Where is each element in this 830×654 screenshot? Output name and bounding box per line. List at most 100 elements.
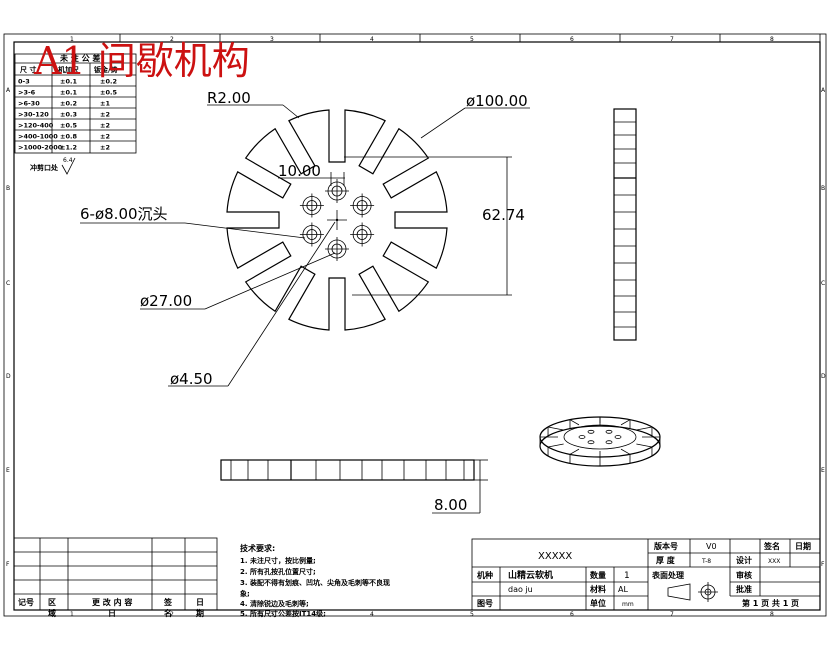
dim-slot-width: 10.00 <box>278 162 321 180</box>
zone-left-D: D <box>6 373 11 380</box>
zone-left-C: C <box>6 280 10 287</box>
title-block: XXXXX 机种 山精云软机 数量 1 dao ju 材料 AL 图号 单位 m… <box>471 538 821 611</box>
rev-label-mark: 记号 <box>18 597 34 607</box>
rev-label-name: 名 <box>164 608 172 618</box>
tol-cell: ±0.5 <box>60 122 77 130</box>
tol-cell: ±1.2 <box>60 144 77 152</box>
zone-right-B: B <box>821 185 825 192</box>
tb-surface-label: 表面处理 <box>651 570 684 580</box>
tol-cell: >400-1000 <box>18 133 58 141</box>
dim-center-hole: ø4.50 <box>170 370 213 388</box>
tol-cell: ±0.2 <box>100 78 117 86</box>
tech-item-2: 2. 所有孔按孔位置尺寸; <box>240 567 316 576</box>
dimension-lines <box>80 104 530 514</box>
zone-top-4: 4 <box>370 36 374 43</box>
roughness-symbol-icon <box>61 157 76 175</box>
tol-cell: ±0.1 <box>60 89 77 97</box>
tol-cell: ±2 <box>100 133 110 141</box>
zone-left-E: E <box>6 467 10 474</box>
tol-cell: >120-400 <box>18 122 54 130</box>
tol-cell: ±0.1 <box>60 78 77 86</box>
tol-note-label: 冲剪口处 <box>30 163 59 172</box>
tb-unit-value: mm <box>622 601 634 608</box>
zone-top-3: 3 <box>270 36 274 43</box>
tol-cell: ±0.8 <box>60 133 77 141</box>
tol-cell: ±0.3 <box>60 111 77 119</box>
tech-item-1: 1. 未注尺寸，按比例量; <box>240 556 316 565</box>
tb-version-value: V0 <box>706 542 717 551</box>
tb-version-label: 版本号 <box>653 541 678 551</box>
zone-right-E: E <box>821 467 825 474</box>
tolerance-table: 0-3±0.1±0.2>3-6±0.1±0.5>6-30±0.2±1>30-12… <box>14 53 137 175</box>
tb-sign-label: 签名 <box>763 541 780 551</box>
rev-label-zone: 区 <box>48 598 56 607</box>
zone-bottom-5: 5 <box>470 611 474 618</box>
tol-cell: ±0.2 <box>60 100 77 108</box>
dim-thickness: 8.00 <box>434 496 467 514</box>
tech-item-5: 5. 所有尺寸公差按IT14级; <box>240 609 326 618</box>
zone-top-1: 1 <box>70 36 74 43</box>
gear-edge-view <box>220 459 475 481</box>
gear-isometric-view <box>539 416 661 467</box>
tb-date-label: 日期 <box>795 541 811 551</box>
tol-col-sheet: 钣金/铸 <box>94 65 118 74</box>
zone-left-B: B <box>6 185 10 192</box>
zone-top-2: 2 <box>170 36 174 43</box>
zone-top-7: 7 <box>670 36 674 43</box>
outer-border <box>3 33 827 617</box>
tol-cell: ±2 <box>100 144 110 152</box>
dim-height: 62.74 <box>482 206 525 224</box>
tb-check-label: 审核 <box>736 570 752 580</box>
zone-left-A: A <box>6 87 11 94</box>
inner-border <box>13 41 821 611</box>
tb-qty-value: 1 <box>624 571 630 581</box>
tb-sheet: 第 1 页 共 1 页 <box>742 598 799 608</box>
tb-drawing-no-label: 图号 <box>477 599 493 608</box>
rev-label-sign: 签 <box>163 597 173 607</box>
tb-design-value: XXX <box>768 558 780 565</box>
tb-name-value: 山精云软机 <box>508 569 553 581</box>
tb-name-label: 机种 <box>477 570 493 580</box>
tech-heading: 技术要求: <box>240 543 275 553</box>
zone-top-6: 6 <box>570 36 574 43</box>
zone-right-A: A <box>821 87 826 94</box>
tb-thickness-label: 厚 度 <box>656 555 676 565</box>
rev-label-date: 日 <box>196 598 204 607</box>
zone-bottom-1: 1 <box>70 611 74 618</box>
zone-left-F: F <box>6 561 10 568</box>
tol-cell: >30-120 <box>18 111 49 119</box>
revision-block: 记号 区 更 改 内 容 签 日 域 日 名 期 <box>13 537 218 618</box>
dim-pcd: ø27.00 <box>140 292 192 310</box>
tolerance-heading: 未 注 公 差 <box>59 53 100 63</box>
tb-material-label: 材料 <box>590 584 606 594</box>
zone-right-F: F <box>821 561 825 568</box>
rev-label-content: 更 改 内 容 <box>92 597 132 607</box>
tb-thickness-value: T-8 <box>701 558 711 565</box>
gear-plan-view <box>226 109 448 331</box>
zone-bottom-4: 4 <box>370 611 374 618</box>
zone-bottom-7: 7 <box>670 611 674 618</box>
tech-requirements: 技术要求: 1. 未注尺寸，按比例量; 2. 所有孔按孔位置尺寸; 3. 装配不… <box>240 543 390 618</box>
zone-bottom-6: 6 <box>570 611 574 618</box>
tb-material-value: AL <box>618 585 628 594</box>
rev-label-date2: 日 <box>108 609 116 618</box>
tol-cell: >1000-2000 <box>18 144 63 152</box>
dim-outer-dia: ø100.00 <box>466 92 528 110</box>
tol-cell: >6-30 <box>18 100 40 108</box>
rev-label-zone2: 域 <box>48 608 56 618</box>
tb-part-name: XXXXX <box>538 551 572 562</box>
dim-holes: 6-ø8.00沉头 <box>80 205 168 223</box>
dim-r-corner: R2.00 <box>207 89 251 107</box>
tb-approve-label: 批准 <box>736 584 752 594</box>
tech-item-3: 3. 装配不得有划痕、凹坑、尖角及毛刺等不良现 <box>240 578 390 587</box>
tol-cell: ±1 <box>100 100 110 108</box>
projection-symbol-icon <box>667 582 718 602</box>
tb-drawer-value: dao ju <box>508 585 533 594</box>
tol-cell: ±2 <box>100 111 110 119</box>
drawing-title: A1 间歇机构 <box>33 39 250 83</box>
tol-roughness: 6.4 <box>63 157 73 164</box>
tol-cell: ±2 <box>100 122 110 130</box>
tol-col-machined: 机加尺 <box>58 65 79 74</box>
zone-top-5: 5 <box>470 36 474 43</box>
